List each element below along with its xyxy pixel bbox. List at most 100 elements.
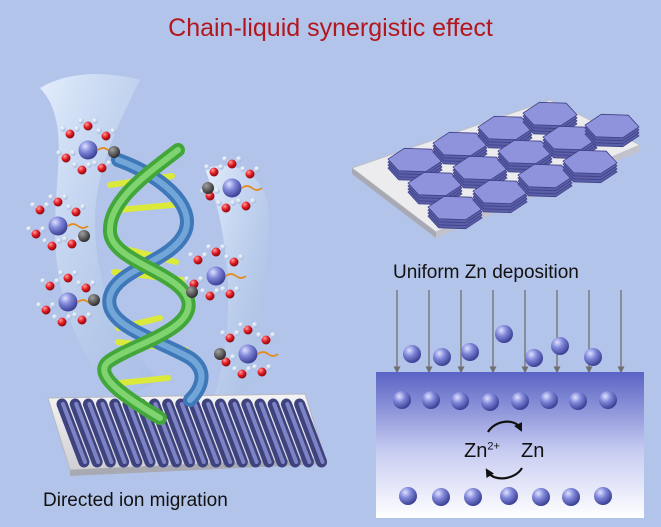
zn-ion-sphere xyxy=(48,216,68,236)
hydrogen-atom xyxy=(48,194,54,200)
zn-sphere xyxy=(584,348,602,366)
diagram-title: Chain-liquid synergistic effect xyxy=(168,14,493,42)
zn-ion-sphere xyxy=(238,344,258,364)
hydrogen-atom xyxy=(56,238,62,244)
hexagon-platelet xyxy=(542,125,598,160)
hydrogen-atom xyxy=(60,126,66,132)
hydrogen-atom xyxy=(238,254,244,260)
hydrogen-atom xyxy=(200,288,206,294)
oxygen-atom xyxy=(257,367,267,377)
oxygen-atom xyxy=(229,257,239,267)
oxygen-atom xyxy=(193,255,203,265)
oxygen-atom xyxy=(45,281,55,291)
hydrogen-atom xyxy=(40,278,46,284)
zn-sphere xyxy=(403,345,421,363)
zn-sphere xyxy=(532,488,550,506)
hexagon-platelet xyxy=(522,101,578,136)
zn-ion-sphere xyxy=(206,266,226,286)
hydrogen-atom xyxy=(252,322,258,328)
oxygen-atom xyxy=(57,317,67,327)
hydrogen-atom xyxy=(214,288,220,294)
carbon-atom xyxy=(88,294,100,306)
hydrated-zn-cluster xyxy=(36,270,100,327)
zn-ion-charge: 2+ xyxy=(487,440,500,453)
hydrogen-atom xyxy=(40,226,46,232)
hexagon-platelet xyxy=(584,113,640,148)
hydrated-zn-cluster xyxy=(26,194,90,251)
hydrogen-atom xyxy=(220,244,226,250)
zn-metal-label: Zn xyxy=(521,440,545,462)
oxygen-atom xyxy=(81,283,91,293)
hydrogen-atom xyxy=(80,204,86,210)
coordination-bond xyxy=(241,185,263,191)
carbon-atom xyxy=(186,286,198,298)
zn-sphere xyxy=(495,325,513,343)
zn-ion-sphere xyxy=(222,178,242,198)
hydrogen-atom xyxy=(66,204,72,210)
hexagon-platelet xyxy=(517,163,573,198)
oxygen-atom xyxy=(77,165,87,175)
carbon-atom xyxy=(202,182,214,194)
hydrogen-atom xyxy=(78,118,84,124)
hydrogen-atom xyxy=(86,162,92,168)
hexagon-platelet xyxy=(472,179,528,214)
zn-sphere xyxy=(481,393,499,411)
hydrogen-atom xyxy=(236,198,242,204)
oxygen-atom xyxy=(261,335,271,345)
zn-sphere xyxy=(464,488,482,506)
hydrogen-atom xyxy=(266,364,272,370)
hydrated-zn-cluster xyxy=(184,244,247,301)
hydrogen-atom xyxy=(270,332,276,338)
hydrogen-atom xyxy=(216,200,222,206)
oxygen-atom xyxy=(225,333,235,343)
hydrogen-atom xyxy=(184,276,190,282)
oxygen-atom xyxy=(101,131,111,141)
carbon-atom xyxy=(78,230,90,242)
hydrated-zn-cluster xyxy=(200,156,263,213)
hydrated-zn-clusters xyxy=(26,118,279,379)
zn-sphere xyxy=(562,488,580,506)
oxygen-atom xyxy=(83,121,93,131)
zn-sphere xyxy=(422,391,440,409)
hydrogen-atom xyxy=(246,366,252,372)
hydrogen-atom xyxy=(188,252,194,258)
oxygen-atom xyxy=(227,159,237,169)
oxygen-atom xyxy=(209,167,219,177)
hydrogen-atom xyxy=(36,302,42,308)
zn-sphere xyxy=(451,392,469,410)
zn-sphere xyxy=(511,392,529,410)
hydrogen-atom xyxy=(30,202,36,208)
hydrogen-atom xyxy=(52,314,58,320)
zn-ion-sphere xyxy=(78,140,98,160)
hydrogen-atom xyxy=(90,280,96,286)
hexagon-platelet xyxy=(432,131,488,166)
hydrogen-atom xyxy=(58,270,64,276)
coordination-bond xyxy=(225,273,247,279)
hydrogen-atom xyxy=(54,278,60,284)
hydrogen-atom xyxy=(72,312,78,318)
hydrogen-atom xyxy=(92,118,98,124)
hexagon-platelet xyxy=(452,155,508,190)
hydrogen-atom xyxy=(218,164,224,170)
oxygen-atom xyxy=(211,247,221,257)
directed-migration-label: Directed ion migration xyxy=(43,490,228,511)
rod-array xyxy=(56,398,328,468)
oxygen-atom xyxy=(221,203,231,213)
helix xyxy=(97,143,209,425)
coordination-bond xyxy=(67,223,89,229)
hydrogen-atom xyxy=(26,226,32,232)
oxygen-atom xyxy=(77,315,87,325)
hydrogen-atom xyxy=(230,200,236,206)
oxygen-atom xyxy=(71,207,81,217)
hydrogen-atom xyxy=(236,156,242,162)
hexagon-platelet xyxy=(477,115,533,150)
oxygen-atom xyxy=(221,357,231,367)
hydrogen-atom xyxy=(238,322,244,328)
oxygen-atom xyxy=(205,291,215,301)
oxygen-atom xyxy=(31,229,41,239)
hydrogen-atom xyxy=(44,202,50,208)
zn-sphere xyxy=(399,487,417,505)
oxygen-atom xyxy=(53,197,63,207)
